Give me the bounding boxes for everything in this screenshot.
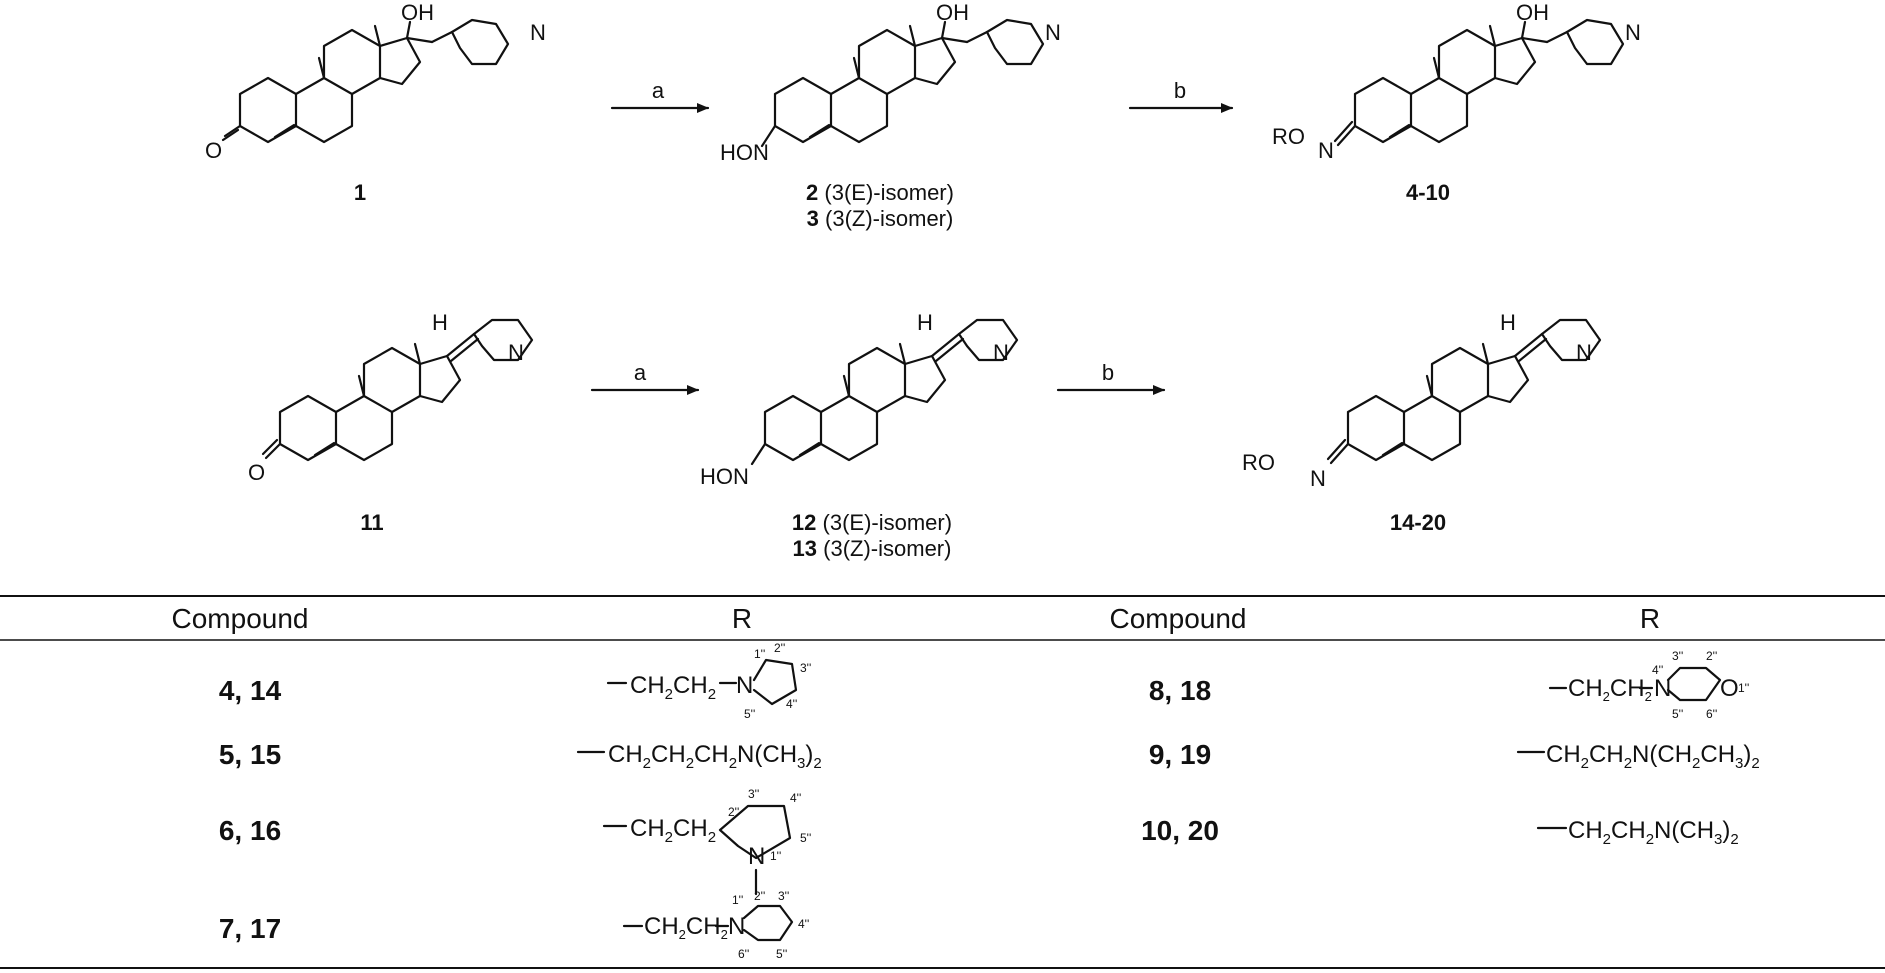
r-group-dimethylaminopropyl: CH2CH2CH2N(CH3)2 <box>576 741 822 772</box>
svg-text:3'': 3'' <box>800 661 811 675</box>
compound-4-10-label: 4-10 <box>1406 180 1450 205</box>
table-row4-left-compound: 7, 17 <box>219 913 281 944</box>
pyridine-n-label: N <box>1045 20 1061 45</box>
r-group-morpholinoethyl: CH2CH2 N O 4'' 3'' 2'' 1'' 5'' 6'' <box>1548 649 1749 721</box>
table-row1-right-compound: 8, 18 <box>1149 675 1211 706</box>
r-group-methylpyrrolidinylethyl: CH2CH2 N 2'' 3'' 4'' 5'' 1'' <box>602 787 811 896</box>
svg-text:N: N <box>736 672 753 699</box>
vinyl-h-label: H <box>432 310 448 335</box>
compound-3-label: 3 (3(Z)-isomer) <box>807 206 954 231</box>
table-header-r-right: R <box>1640 603 1660 634</box>
vinyl-h-label: H <box>917 310 933 335</box>
svg-text:3'': 3'' <box>748 787 759 801</box>
svg-text:1'': 1'' <box>770 849 781 863</box>
svg-text:2'': 2'' <box>728 805 739 819</box>
svg-text:CH2CH2: CH2CH2 <box>630 815 716 846</box>
pyridine-n-label: N <box>530 20 546 45</box>
svg-text:5'': 5'' <box>800 831 811 845</box>
svg-text:O: O <box>1720 675 1739 702</box>
oxime-hon-label: HON <box>720 140 769 165</box>
svg-text:6'': 6'' <box>738 947 749 961</box>
compound-11-structure: H N O <box>248 310 534 485</box>
svg-text:CH2CH2: CH2CH2 <box>644 913 728 942</box>
table-header-compound-right: Compound <box>1110 603 1247 634</box>
compound-12-13-structure: H N HON <box>700 310 1019 489</box>
svg-text:N: N <box>1654 675 1671 702</box>
r-group-piperidinylethyl: CH2CH2 N 1'' 2'' 3'' 4'' 5'' 6'' <box>622 889 809 961</box>
oxime-n-label: N <box>1310 466 1326 491</box>
oxime-hon-label: HON <box>700 464 749 489</box>
svg-text:4'': 4'' <box>790 791 801 805</box>
svg-text:CH2CH2: CH2CH2 <box>1568 675 1652 704</box>
svg-text:N: N <box>748 843 765 870</box>
svg-text:5'': 5'' <box>1672 707 1683 721</box>
vinyl-h-label: H <box>1500 310 1516 335</box>
r-group-pyrrolidinylethyl: CH2CH2 N 1'' 2'' 3'' 4'' 5'' <box>606 641 811 721</box>
svg-text:1'': 1'' <box>732 893 743 907</box>
r-group-dimethylaminoethyl: CH2CH2N(CH3)2 <box>1536 817 1739 848</box>
pyridine-n-label: N <box>993 340 1009 365</box>
compound-14-20-label: 14-20 <box>1390 510 1446 535</box>
hydroxyl-label: OH <box>936 0 969 25</box>
compound-2-3-structure: OH N HON <box>720 0 1061 165</box>
reagent-b-row2: b <box>1102 360 1114 385</box>
ketone-o-label: O <box>248 460 265 485</box>
hydroxyl-label: OH <box>401 0 434 25</box>
table-header-r-left: R <box>732 603 752 634</box>
table-row2-right-compound: 9, 19 <box>1149 739 1211 770</box>
r-group-diethylaminoethyl: CH2CH2N(CH2CH3)2 <box>1516 741 1760 772</box>
reagent-a-row2: a <box>634 360 647 385</box>
svg-text:2'': 2'' <box>754 889 765 903</box>
table-row1-left-compound: 4, 14 <box>219 675 282 706</box>
svg-text:6'': 6'' <box>1706 707 1717 721</box>
svg-text:4'': 4'' <box>1652 663 1663 677</box>
svg-text:4'': 4'' <box>786 697 797 711</box>
svg-text:2'': 2'' <box>1706 649 1717 663</box>
compound-4-10-structure: OH N N RO <box>1272 0 1641 163</box>
oxime-ro-label: RO <box>1272 124 1305 149</box>
hydroxyl-label: OH <box>1516 0 1549 25</box>
pyridine-n-label: N <box>1576 340 1592 365</box>
svg-text:2'': 2'' <box>774 641 785 655</box>
table-row3-left-compound: 6, 16 <box>219 815 281 846</box>
svg-text:5'': 5'' <box>776 947 787 961</box>
svg-text:CH2CH2CH2N(CH3)2: CH2CH2CH2N(CH3)2 <box>608 741 822 772</box>
svg-text:4'': 4'' <box>798 917 809 931</box>
compound-13-label: 13 (3(Z)-isomer) <box>793 536 952 561</box>
pyridine-n-label: N <box>508 340 524 365</box>
table-row2-left-compound: 5, 15 <box>219 739 281 770</box>
compound-2-label: 2 (3(E)-isomer) <box>806 180 954 205</box>
compound-1-label: 1 <box>354 180 366 205</box>
ketone-o-label: O <box>205 138 222 163</box>
oxime-ro-label: RO <box>1242 450 1275 475</box>
compound-14-20-structure: H N RO N <box>1242 310 1602 491</box>
reagent-a-row1: a <box>652 78 665 103</box>
svg-text:3'': 3'' <box>1672 649 1683 663</box>
svg-text:CH2CH2N(CH3)2: CH2CH2N(CH3)2 <box>1568 817 1739 848</box>
compound-11-label: 11 <box>360 510 383 535</box>
svg-text:N: N <box>728 913 745 940</box>
table-header-compound-left: Compound <box>172 603 309 634</box>
svg-text:1'': 1'' <box>1738 681 1749 695</box>
svg-text:CH2CH2: CH2CH2 <box>630 672 716 703</box>
svg-text:1'': 1'' <box>754 647 765 661</box>
svg-text:5'': 5'' <box>744 707 755 721</box>
compound-1-structure: OH N O <box>205 0 546 163</box>
oxime-n-label: N <box>1318 138 1334 163</box>
reagent-b-row1: b <box>1174 78 1186 103</box>
svg-text:3'': 3'' <box>778 889 789 903</box>
svg-text:CH2CH2N(CH2CH3)2: CH2CH2N(CH2CH3)2 <box>1546 741 1760 772</box>
compound-12-label: 12 (3(E)-isomer) <box>792 510 952 535</box>
pyridine-n-label: N <box>1625 20 1641 45</box>
table-row3-right-compound: 10, 20 <box>1141 815 1219 846</box>
